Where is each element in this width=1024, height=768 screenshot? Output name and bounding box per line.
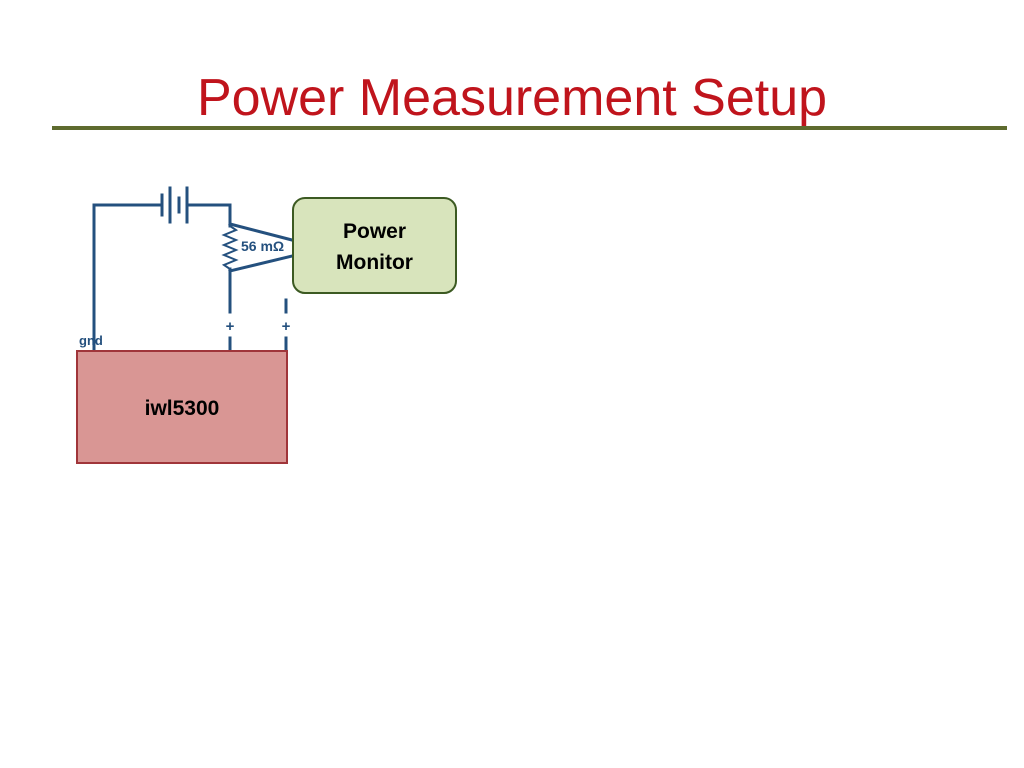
plus-label-left: + — [226, 318, 235, 335]
device-label: iwl5300 — [145, 397, 220, 420]
power-monitor-box — [292, 197, 457, 294]
gnd-label: gnd — [79, 333, 103, 348]
gnd-wire — [92, 203, 164, 352]
sense-line-top — [228, 222, 294, 242]
slide-title: Power Measurement Setup — [196, 69, 828, 127]
battery-to-resistor-wire — [185, 203, 232, 228]
plus-label-right: + — [282, 318, 291, 335]
power-monitor-label-line2: Monitor — [336, 251, 413, 274]
device-box — [76, 350, 288, 464]
power-monitor-label-line1: Power — [343, 220, 406, 243]
battery-icon — [160, 186, 189, 224]
resistor-icon — [221, 225, 239, 270]
resistor-label: 56 mΩ — [241, 238, 284, 254]
sense-line-bottom — [228, 254, 294, 273]
title-divider — [52, 126, 1007, 130]
